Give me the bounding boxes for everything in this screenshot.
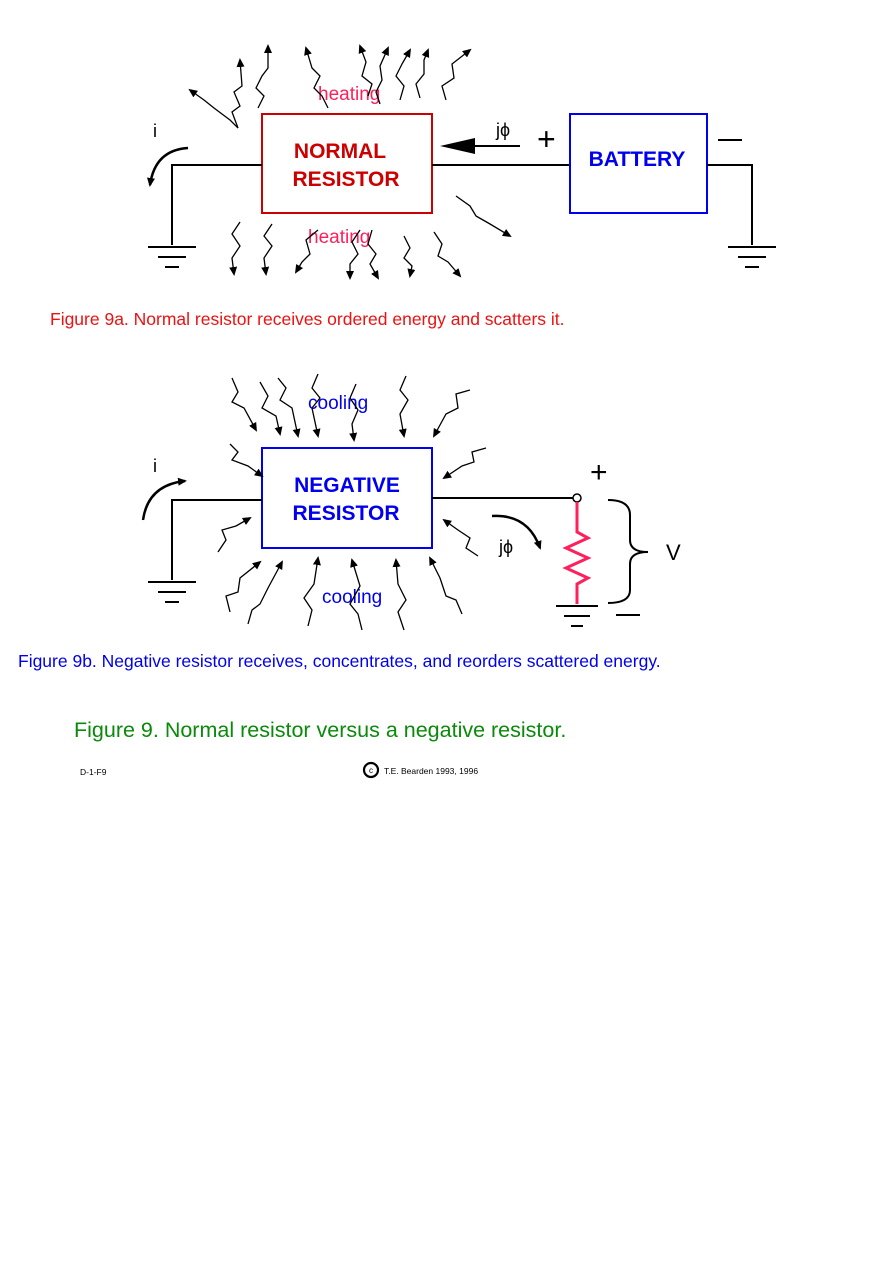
left-wire-b: [171, 499, 262, 580]
current-arrow-b: [141, 477, 187, 521]
voltage-label: V: [666, 540, 681, 565]
negative-resistor-box: [261, 447, 433, 549]
cooling-label-top: cooling: [308, 393, 368, 414]
normal-resistor-box: [261, 113, 433, 214]
figure-9b: NEGATIVE RESISTOR i + jϕ V cooling: [18, 373, 681, 671]
heating-label-bottom: heating: [308, 227, 370, 248]
figure-9a: NORMAL RESISTOR i jϕ + BATTERY heating: [50, 44, 776, 329]
caption-9a: Figure 9a. Normal resistor receives orde…: [50, 309, 565, 329]
left-wire: [171, 164, 262, 245]
voltage-brace: [607, 499, 649, 604]
copyright-text: T.E. Bearden 1993, 1996: [384, 766, 478, 776]
battery-ground-wire: [707, 164, 753, 245]
negative-resistor-label-line1: NEGATIVE: [294, 474, 400, 497]
figure-9-caption: Figure 9. Normal resistor versus a negat…: [74, 718, 566, 742]
inward-energy-arrows-top: [229, 373, 487, 480]
battery-label: BATTERY: [589, 148, 686, 171]
cooling-label-bottom: cooling: [322, 587, 382, 608]
energy-delivery-arrow: [491, 514, 542, 550]
figure-id: D-1-F9: [80, 767, 107, 777]
copyright-symbol: c: [369, 766, 373, 775]
energy-flow-label: jϕ: [495, 120, 510, 140]
energy-flow-arrowhead: [440, 138, 475, 154]
ground-symbol-load: [556, 605, 598, 627]
outward-heat-arrows-top: [188, 44, 472, 129]
ground-symbol-left-b: [148, 581, 196, 603]
battery-plus: +: [537, 121, 556, 157]
caption-9b: Figure 9b. Negative resistor receives, c…: [18, 651, 661, 671]
copyright-mark: c: [362, 761, 380, 779]
current-label-b: i: [153, 456, 157, 476]
negative-resistor-label-line2: RESISTOR: [293, 502, 400, 525]
current-label: i: [153, 121, 157, 141]
output-plus: +: [590, 456, 608, 489]
normal-resistor-label-line2: RESISTOR: [293, 168, 400, 191]
ground-symbol-left: [148, 246, 196, 268]
battery-box: [569, 113, 708, 214]
normal-resistor-label-line1: NORMAL: [294, 140, 386, 163]
energy-flow-label-b: jϕ: [498, 537, 513, 557]
inward-energy-arrows-bottom: [217, 517, 479, 631]
outward-heat-arrows-bottom: [229, 195, 512, 280]
ground-symbol-battery: [728, 246, 776, 268]
heating-label-top: heating: [318, 84, 380, 105]
output-terminal: [572, 493, 582, 503]
load-resistor: [562, 502, 592, 604]
copyright-circle-icon: [362, 761, 380, 779]
current-arrow: [147, 146, 189, 187]
